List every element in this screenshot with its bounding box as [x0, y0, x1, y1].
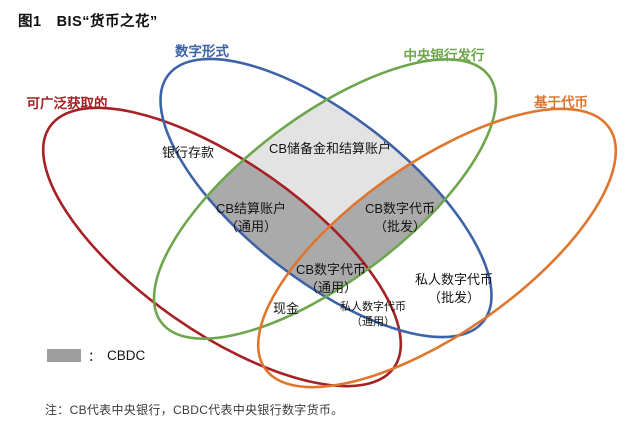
ellipse-label-digital: 数字形式 — [175, 44, 229, 59]
legend-cbdc-label: CBDC — [107, 348, 146, 363]
region-private-digital-tokens-general-line2: （通用） — [351, 316, 395, 328]
region-private-digital-tokens-general-line1: 私人数字代币 — [340, 301, 406, 313]
ellipse-label-widely-accessible: 可广泛获取的 — [26, 96, 108, 111]
region-private-digital-tokens-wholesale-line2: （批发） — [427, 290, 481, 305]
region-cb-digital-tokens-wholesale: CB数字代币 （批发） — [365, 200, 435, 236]
region-private-digital-tokens-general: 私人数字代币 （通用） — [340, 300, 406, 330]
legend-cbdc-swatch — [47, 349, 81, 362]
ellipse-label-central-bank-issued: 中央银行发行 — [403, 48, 485, 63]
region-cb-digital-tokens-general: CB数字代币 （通用） — [296, 261, 366, 297]
region-cb-digital-tokens-general-line2: （通用） — [304, 280, 357, 295]
region-cash: 现金 — [272, 301, 300, 316]
region-private-digital-tokens-wholesale-line1: 私人数字代币 — [414, 272, 494, 287]
region-bank-deposits: 银行存款 — [161, 145, 215, 160]
region-cb-settlement-accounts: CB结算账户 （通用） — [216, 200, 286, 236]
region-private-digital-tokens-wholesale: 私人数字代币 （批发） — [415, 271, 493, 307]
region-cb-digital-tokens-general-line1: CB数字代币 — [295, 262, 367, 277]
ellipse-label-token-based: 基于代币 — [534, 95, 588, 110]
ellipse-central-bank-issued — [152, 58, 498, 340]
region-cb-settlement-accounts-line1: CB结算账户 — [215, 201, 287, 216]
region-cb-digital-tokens-wholesale-line2: （批发） — [373, 219, 426, 234]
footnote: 注：CB代表中央银行，CBDC代表中央银行数字货币。 — [45, 403, 344, 417]
region-cb-reserves: CB储备金和结算账户 — [268, 141, 392, 156]
figure-title: 图1 BIS“货币之花” — [18, 14, 158, 30]
ellipse-digital — [159, 57, 493, 339]
legend-separator: ： — [88, 349, 102, 364]
ellipse-token-based — [256, 107, 618, 389]
region-cb-digital-tokens-wholesale-line1: CB数字代币 — [364, 201, 436, 216]
region-cb-settlement-accounts-line2: （通用） — [224, 219, 277, 234]
legend: ： CBDC — [47, 346, 145, 365]
